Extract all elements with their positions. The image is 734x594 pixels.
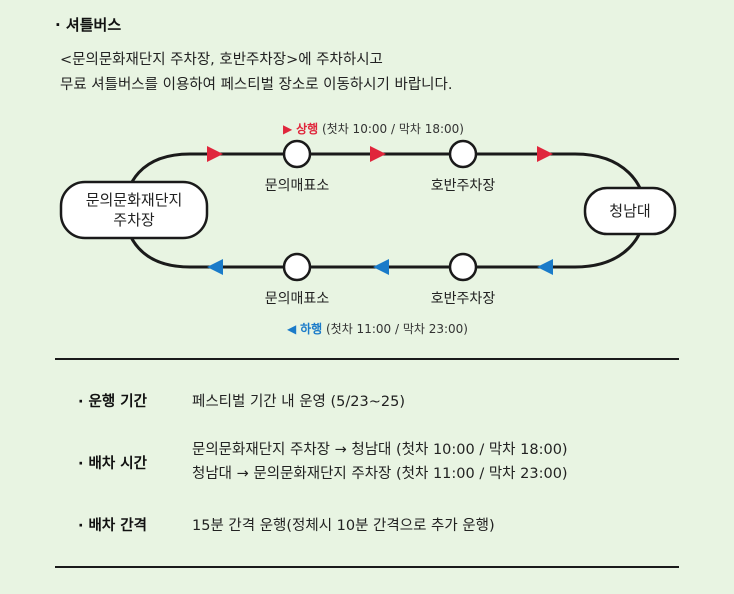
stop-marker [282,252,312,282]
stop-label-top: 호반주차장 [430,178,496,194]
intro-line: 무료 셔틀버스를 이용하여 페스티벌 장소로 이동하시기 바랍니다. [60,77,453,93]
play-left-icon: ◀ [287,322,297,336]
stop-label-top: 문의매표소 [264,178,330,194]
origin-terminal: 문의문화재단지 주차장 [86,190,183,230]
origin-terminal-box [59,180,209,240]
info-value-line: 청남대 → 문의문화재단지 주차장 (첫차 11:00 / 막차 23:00) [192,466,568,482]
stop-marker [282,139,312,169]
info-label: · 배차 시간 [78,456,147,472]
up-direction-label: 상행 [296,122,319,136]
intro-line: <문의문화재단지 주차장, 호반주차장>에 주차하시고 [60,52,383,68]
down-direction-label: 하행 [300,322,323,336]
info-label: · 운행 기간 [78,394,147,410]
down-direction-note: ◀ 하행 (첫차 11:00 / 막차 23:00) [287,320,468,337]
up-direction-note: ▶ 상행 (첫차 10:00 / 막차 18:00) [283,120,464,137]
down-direction-schedule: (첫차 11:00 / 막차 23:00) [325,322,468,336]
stop-marker [448,139,478,169]
info-value-line: 15분 간격 운행(정체시 10분 간격으로 추가 운행) [192,518,495,534]
up-arrow [370,146,386,162]
info-value: 페스티벌 기간 내 운영 (5/23~25) [192,390,405,414]
info-value: 문의문화재단지 주차장 → 청남대 (첫차 10:00 / 막차 18:00) … [192,438,568,486]
intro-text: <문의문화재단지 주차장, 호반주차장>에 주차하시고 무료 셔틀버스를 이용하… [60,48,452,98]
origin-terminal-line: 문의문화재단지 [85,191,183,209]
section-title: · 셔틀버스 [55,16,122,34]
up-arrow [207,146,223,162]
info-value-line: 문의문화재단지 주차장 → 청남대 (첫차 10:00 / 막차 18:00) [192,442,568,458]
up-arrow [537,146,553,162]
stop-label-bottom: 호반주차장 [430,291,496,307]
down-arrow [207,259,223,275]
origin-terminal-line: 주차장 [113,211,155,229]
down-arrow [537,259,553,275]
destination-terminal: 청남대 [609,202,651,220]
destination-terminal-box [583,186,677,236]
info-value-line: 페스티벌 기간 내 운영 (5/23~25) [192,394,405,410]
info-value: 15분 간격 운행(정체시 10분 간격으로 추가 운행) [192,514,495,538]
play-right-icon: ▶ [283,122,293,136]
stop-label-bottom: 문의매표소 [264,291,330,307]
up-direction-schedule: (첫차 10:00 / 막차 18:00) [321,122,464,136]
down-arrow [373,259,389,275]
stop-marker [448,252,478,282]
info-label: · 배차 간격 [78,518,147,534]
